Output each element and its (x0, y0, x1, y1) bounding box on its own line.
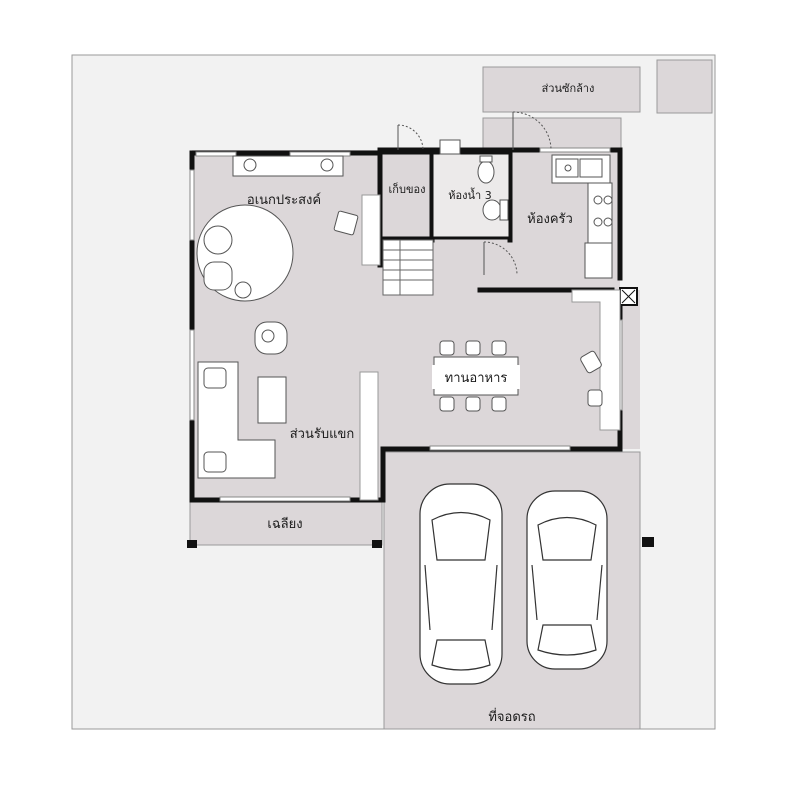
living-sofa (197, 361, 276, 479)
round-table-set (196, 204, 359, 302)
windows (189, 147, 623, 502)
coffee-table (257, 376, 287, 424)
partition-wall-2 (359, 371, 379, 501)
label-living: ส่วนรับแขก (290, 427, 355, 442)
label-porch: เฉลียง (267, 516, 302, 532)
dining-label-bg (432, 365, 520, 389)
laundry-area (482, 66, 641, 113)
label-bathroom: ห้องน้ำ 3 (448, 187, 491, 202)
label-dining: ทานอาหาร (445, 371, 508, 386)
back-step (482, 117, 622, 151)
doors (397, 111, 552, 276)
bench (232, 155, 344, 177)
stool-2 (587, 389, 603, 407)
label-laundry: ส่วนซักล้าง (542, 82, 595, 95)
dining-counter (571, 289, 621, 431)
staircase (382, 239, 434, 296)
car-left (419, 483, 503, 685)
bathroom-fixtures (430, 139, 512, 240)
label-carport: ที่จอดรถ (488, 708, 535, 725)
label-storage: เก็บของ (389, 182, 426, 196)
outdoor-unit-block (656, 59, 713, 114)
car-right (526, 490, 608, 670)
shaft-box (619, 287, 638, 306)
columns (187, 537, 654, 548)
porch-area (189, 499, 383, 546)
stool (580, 350, 602, 374)
label-multipurpose: อเนกประสงค์ (247, 192, 321, 208)
armchair (254, 321, 288, 355)
partition-wall (361, 194, 381, 266)
kitchen-counter (551, 154, 613, 279)
floor-area (192, 150, 640, 500)
label-kitchen: ห้องครัว (527, 212, 573, 227)
